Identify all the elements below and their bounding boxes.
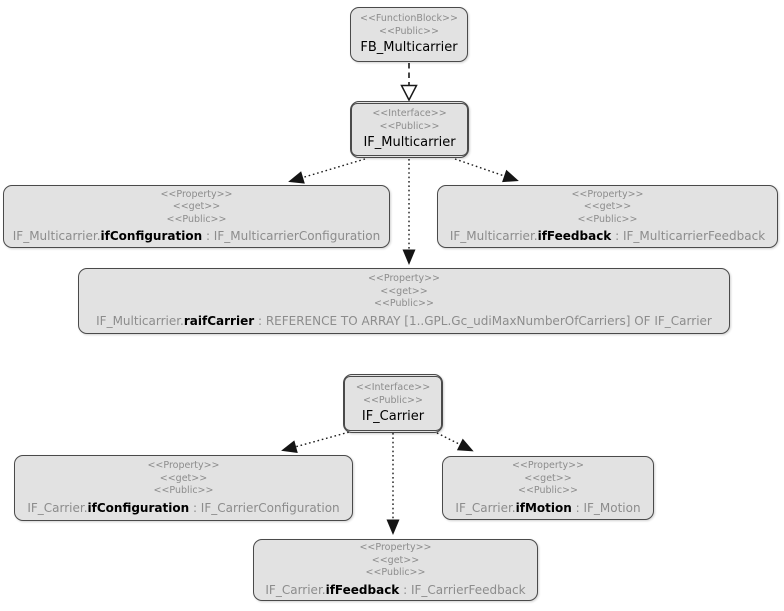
stereotype-label: <<Interface>>	[355, 382, 431, 393]
realization-arrow	[400, 63, 418, 102]
property-signature: IF_Multicarrier.raifCarrier : REFERENCE …	[96, 313, 712, 328]
interface-node-if-carrier: <<Interface>> <<Public>> IF_Carrier	[343, 374, 443, 433]
node-name: IF_Carrier	[361, 409, 425, 424]
stereotype-label: <<get>>	[172, 201, 221, 213]
property-node-c-ifmotion: <<Property>> <<get>> <<Public>> IF_Carri…	[442, 456, 654, 520]
stereotype-label: <<Public>>	[577, 213, 638, 225]
stereotype-label: <<get>>	[583, 201, 632, 213]
stereotype-label: <<Property>>	[147, 460, 220, 472]
stereotype-label: <<Public>>	[363, 394, 423, 406]
property-signature: IF_Multicarrier.ifFeedback : IF_Multicar…	[449, 229, 766, 244]
property-signature: IF_Carrier.ifConfiguration : IF_CarrierC…	[27, 500, 340, 515]
property-node-mc-raifcarrier: <<Property>> <<get>> <<Public>> IF_Multi…	[78, 268, 730, 334]
stereotype-label: <<Public>>	[365, 567, 426, 579]
stereotype-label: <<Public>>	[518, 485, 578, 497]
property-node-c-ifconfiguration: <<Property>> <<get>> <<Public>> IF_Carri…	[14, 455, 353, 521]
function-block-node-fb-multicarrier: <<FunctionBlock>> <<Public>> FB_Multicar…	[350, 7, 468, 62]
property-node-mc-iffeedback: <<Property>> <<get>> <<Public>> IF_Multi…	[437, 185, 778, 248]
node-name: IF_Multicarrier	[363, 135, 456, 150]
property-signature: IF_Carrier.ifMotion : IF_Motion	[455, 500, 641, 515]
property-node-c-iffeedback: <<Property>> <<get>> <<Public>> IF_Carri…	[253, 539, 538, 601]
stereotype-label: <<Public>>	[153, 485, 214, 497]
stereotype-label: <<Property>>	[571, 188, 644, 200]
stereotype-label: <<Property>>	[160, 188, 233, 200]
stereotype-label: <<Public>>	[379, 25, 439, 37]
stereotype-label: <<Public>>	[166, 213, 227, 225]
stereotype-label: <<get>>	[159, 472, 208, 484]
stereotype-label: <<Public>>	[379, 120, 440, 132]
interface-node-if-multicarrier: <<Interface>> <<Public>> IF_Multicarrier	[350, 101, 469, 158]
stereotype-label: <<Property>>	[359, 542, 432, 554]
stereotype-label: <<get>>	[380, 285, 428, 297]
property-signature: IF_Multicarrier.ifConfiguration : IF_Mul…	[12, 229, 381, 244]
interface-inner-border: <<Interface>> <<Public>> IF_Multicarrier	[351, 103, 468, 156]
dependency-arrows-carrier	[281, 430, 474, 535]
dependency-arrows-multicarrier	[288, 158, 519, 265]
node-name: FB_Multicarrier	[360, 40, 458, 55]
stereotype-label: <<Interface>>	[372, 108, 447, 119]
stereotype-label: <<get>>	[524, 472, 572, 484]
stereotype-label: <<get>>	[371, 554, 420, 566]
stereotype-label: <<Property>>	[367, 273, 441, 285]
stereotype-label: <<Property>>	[511, 460, 585, 472]
property-signature: IF_Carrier.ifFeedback : IF_CarrierFeedba…	[265, 582, 526, 597]
stereotype-label: <<FunctionBlock>>	[360, 13, 458, 24]
interface-inner-border: <<Interface>> <<Public>> IF_Carrier	[344, 376, 442, 431]
property-node-mc-ifconfiguration: <<Property>> <<get>> <<Public>> IF_Multi…	[3, 185, 390, 248]
stereotype-label: <<Public>>	[374, 298, 434, 310]
